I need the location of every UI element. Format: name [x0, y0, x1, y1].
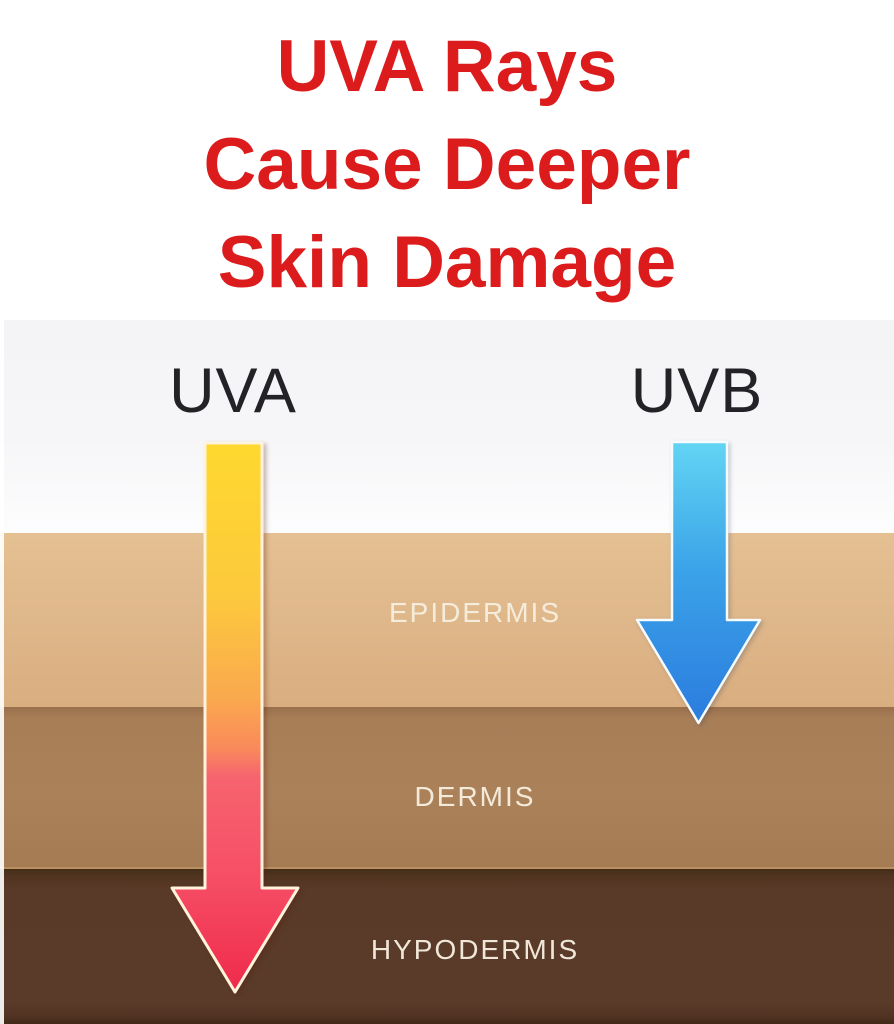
uva-arrow-icon	[170, 441, 300, 994]
uva-ray-label: UVA	[169, 356, 297, 426]
epidermis-label: EPIDERMIS	[388, 597, 562, 628]
hypodermis-label: HYPODERMIS	[370, 934, 580, 965]
skin-layers-diagram: UVA UVB EPIDERMIS DERMIS HYPODERMIS	[0, 320, 894, 1024]
title-line-3: Skin Damage	[217, 222, 677, 303]
layer-dermis	[0, 707, 894, 869]
layer-hypodermis	[0, 869, 894, 1024]
dermis-label: DERMIS	[414, 781, 536, 812]
uvb-ray-label: UVB	[630, 356, 764, 426]
photo-left-edge	[0, 320, 4, 1024]
page-title: UVA Rays Cause Deeper Skin Damage	[0, 0, 894, 320]
title-line-2: Cause Deeper	[203, 124, 691, 205]
title-line-1: UVA Rays	[276, 26, 618, 107]
uvb-arrow-icon	[635, 440, 762, 725]
above-skin-area	[0, 320, 894, 533]
